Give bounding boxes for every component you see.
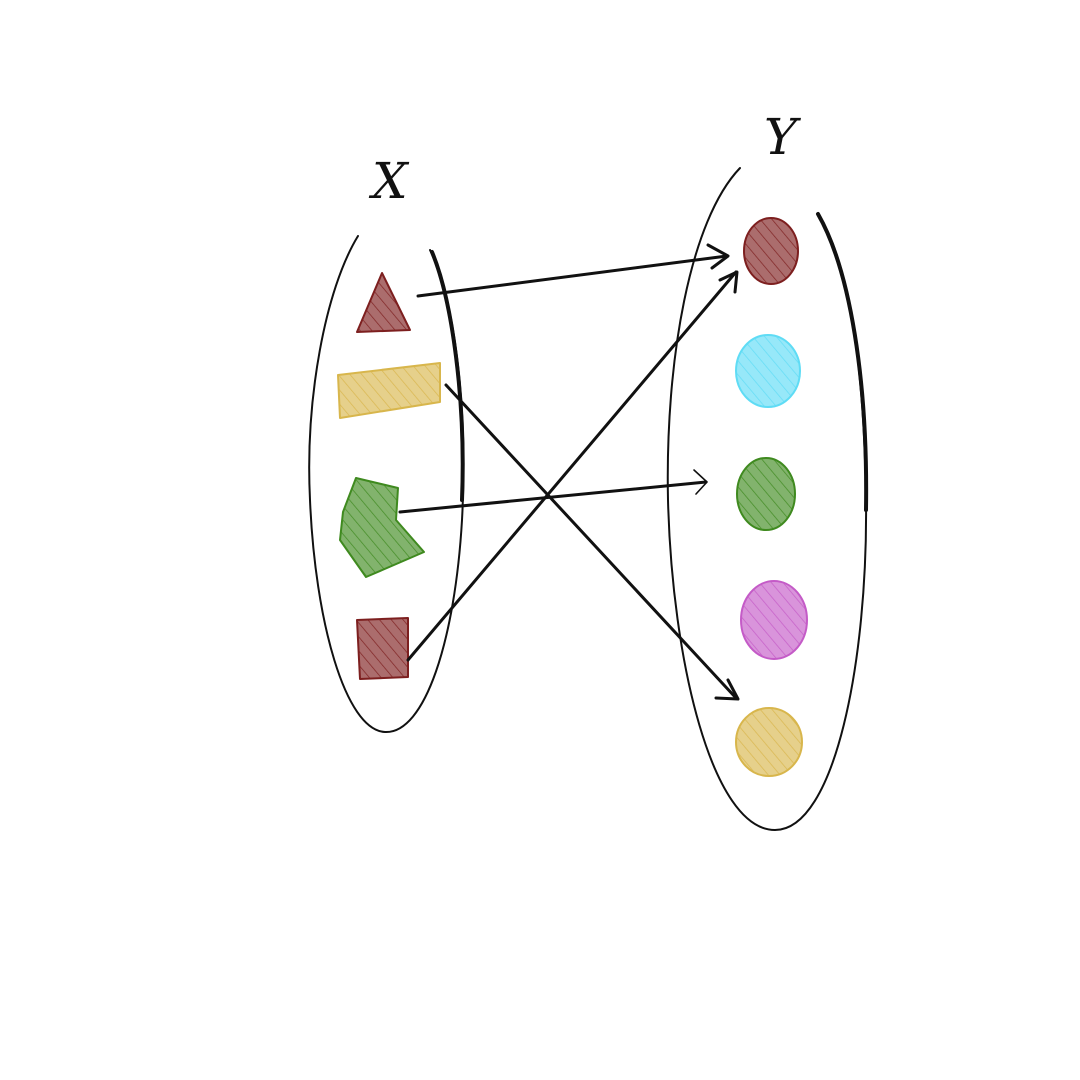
mapping-arrow-triangle-to-dark-red [416,243,730,298]
set-y-label: Y [764,108,801,166]
codomain-element-magenta [740,580,808,660]
domain-element-square [356,617,409,680]
codomain-element-green [736,457,796,531]
domain-element-rectangle [337,362,441,419]
set-y-outline [666,167,869,831]
mapping-arrow-square-to-dark-red [406,270,739,662]
set-x-outline [308,235,465,734]
domain-element-triangle [356,272,411,333]
codomain-element-cyan [735,334,801,408]
mapping-arrow-blob-to-green [398,469,708,514]
mapping-arrow-rectangle-to-mustard [444,383,740,701]
codomain-element-mustard [735,707,803,777]
codomain-element-dark-red [743,217,799,285]
set-x-label: X [368,152,410,210]
domain-element-blob [339,477,425,578]
